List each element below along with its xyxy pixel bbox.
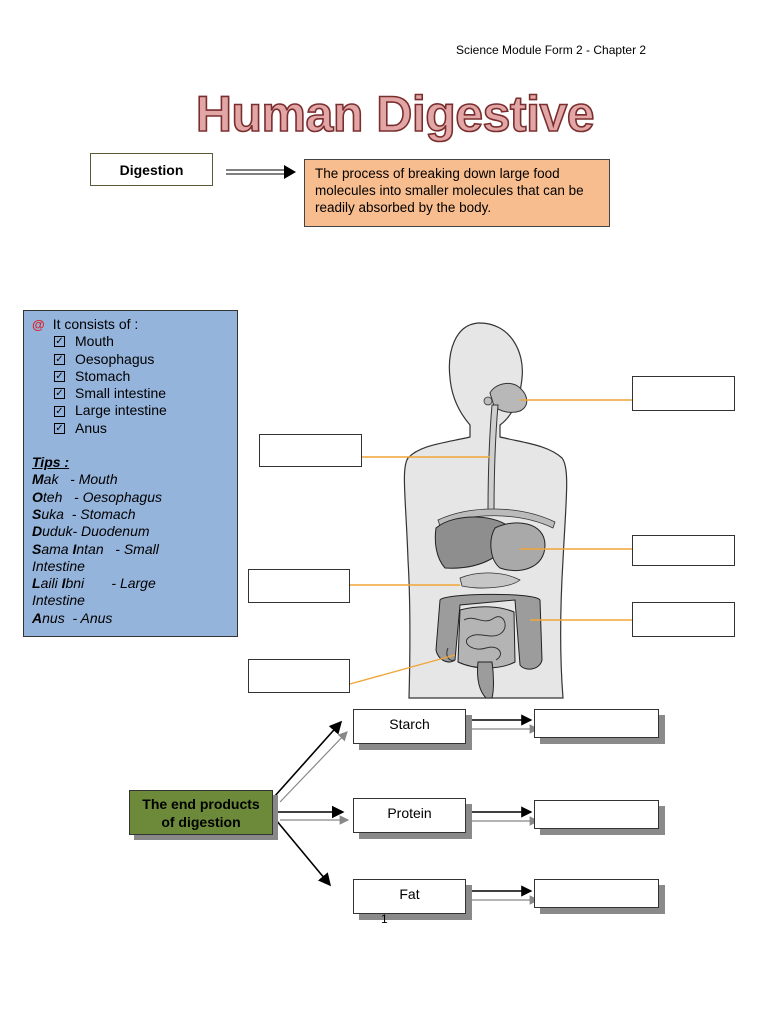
label-pointer-lines	[349, 399, 632, 685]
food-label: Starch	[389, 716, 430, 732]
tip-line: Oteh - Oesophagus	[32, 488, 162, 505]
organ-item: ✓Mouth	[54, 333, 114, 350]
food-box-protein: Protein	[353, 798, 466, 833]
blank-product-starch[interactable]	[534, 709, 659, 738]
food-to-product-arrows	[467, 714, 540, 905]
food-box-starch: Starch	[353, 709, 466, 744]
organs-intro: @ It consists of :	[32, 316, 237, 333]
checkbox-checked-icon: ✓	[54, 353, 65, 365]
page-number: 1	[381, 912, 388, 926]
blank-label-oesophagus[interactable]	[259, 434, 362, 467]
digestion-term-box: Digestion	[90, 153, 213, 186]
spiral-bullet-icon: @	[32, 317, 45, 332]
checkbox-checked-icon: ✓	[54, 388, 65, 400]
tip-line: Duduk- Duodenum	[32, 523, 150, 540]
organ-item: ✓Large intestine	[54, 402, 167, 419]
tip-line: Suka - Stomach	[32, 505, 136, 522]
end-products-line2: of digestion	[161, 814, 241, 830]
checkbox-checked-icon: ✓	[54, 371, 65, 383]
tip-line: Intestine	[32, 592, 85, 609]
digestive-organs-illustration	[434, 382, 556, 699]
blank-label-stomach[interactable]	[632, 535, 735, 566]
food-box-fat: Fat	[353, 879, 466, 914]
end-products-arrows	[273, 720, 350, 887]
blank-product-protein[interactable]	[534, 800, 659, 829]
tip-line: Anus - Anus	[32, 609, 113, 626]
module-header: Science Module Form 2 - Chapter 2	[456, 43, 647, 57]
organs-intro-text: It consists of :	[52, 316, 139, 332]
tip-line: Intestine	[32, 557, 85, 574]
checkbox-checked-icon: ✓	[54, 336, 65, 348]
organ-item: ✓Small intestine	[54, 385, 167, 402]
end-products-box: The end products of digestion	[129, 790, 273, 835]
checkbox-checked-icon: ✓	[54, 422, 65, 434]
tips-title: Tips :	[32, 454, 70, 471]
tip-line: Sama Intan - Small	[32, 540, 159, 557]
organs-panel: @ It consists of : ✓Mouth ✓Oesophagus ✓S…	[23, 310, 238, 637]
tip-line: Mak - Mouth	[32, 471, 118, 488]
blank-label-mouth[interactable]	[632, 376, 735, 411]
organ-item: ✓Oesophagus	[54, 350, 155, 367]
digestion-definition: The process of breaking down large food …	[304, 159, 610, 227]
checkbox-checked-icon: ✓	[54, 405, 65, 417]
blank-product-fat[interactable]	[534, 879, 659, 908]
definition-arrow	[226, 165, 296, 179]
organ-item: ✓Stomach	[54, 367, 131, 384]
blank-label-large-intestine[interactable]	[632, 602, 735, 637]
blank-label-anus[interactable]	[248, 659, 350, 693]
organ-checklist: ✓Mouth ✓Oesophagus ✓Stomach ✓Small intes…	[32, 333, 237, 437]
organ-item: ✓Anus	[54, 419, 107, 436]
end-products-line1: The end products	[142, 796, 260, 812]
digestion-term: Digestion	[119, 161, 184, 178]
food-label: Fat	[399, 886, 420, 902]
food-label: Protein	[387, 805, 432, 821]
tip-line: Laili Ibni - Large	[32, 575, 156, 592]
blank-label-small-intestine[interactable]	[248, 569, 350, 603]
